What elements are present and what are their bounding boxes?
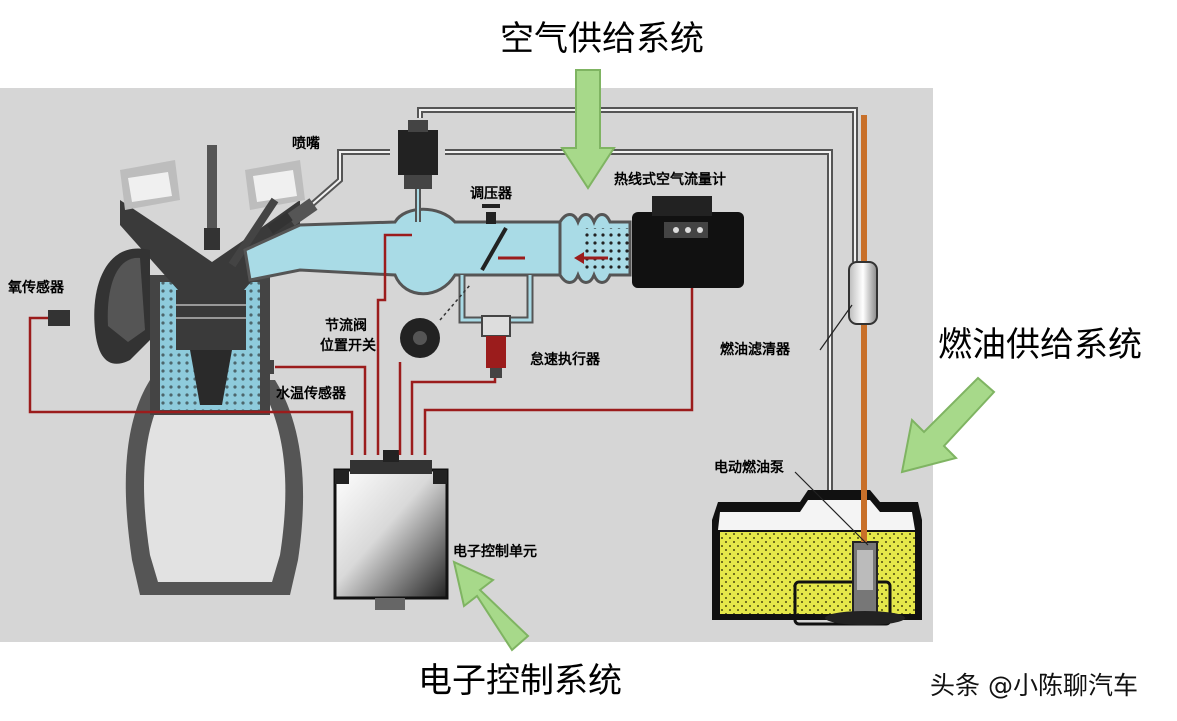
air-supply-arrow [560, 69, 616, 190]
intake-bellows [558, 213, 632, 284]
ecu [333, 450, 449, 610]
air-supply-system-title: 空气供给系统 [500, 19, 704, 59]
signal-wires [28, 233, 694, 455]
electric-fuel-pump [825, 541, 905, 625]
throttle-position-switch [400, 284, 471, 358]
air-flow-meter-label: 热线式空气流量计 [614, 171, 726, 188]
electronic-control-system-title: 电子控制系统 [418, 661, 622, 701]
pressure-regulator-label: 调压器 [470, 186, 513, 202]
electronic-control-arrow [452, 560, 530, 652]
injector-label: 喷嘴 [292, 135, 320, 152]
electric-fuel-pump-label: 电动燃油泵 [714, 459, 784, 476]
fuel-supply-arrow [900, 376, 996, 474]
fuel-tank [712, 490, 922, 626]
idle-actuator [481, 315, 511, 378]
oxygen-sensor-label: 氧传感器 [7, 279, 65, 296]
fuel-filter-label: 燃油滤清器 [720, 341, 791, 358]
air-flow-meter [632, 196, 744, 288]
pressure-regulator-screw [482, 204, 500, 224]
intake-path [243, 196, 744, 378]
oxygen-sensor [48, 310, 70, 326]
idle-actuator-label: 怠速执行器 [530, 351, 601, 368]
leader-lines [794, 304, 869, 546]
fuel-supply-system-title: 燃油供给系统 [938, 325, 1142, 365]
watermark: 头条 @小陈聊汽车 [930, 671, 1138, 700]
throttle-position-switch-label-1: 节流阀 [325, 317, 367, 334]
throttle-position-switch-label-2: 位置开关 [320, 337, 376, 354]
coolant-temp-sensor-label: 水温传感器 [276, 385, 347, 402]
ecu-label: 电子控制单元 [453, 543, 537, 560]
fuel-filter [848, 261, 878, 325]
